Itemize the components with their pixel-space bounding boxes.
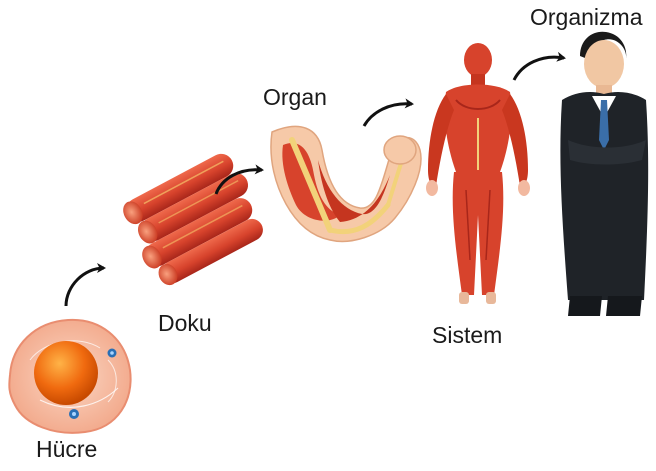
arrow-organ-to-system: [364, 104, 412, 126]
label-organ: Organ: [263, 84, 327, 111]
label-organism: Organizma: [530, 4, 642, 31]
label-cell: Hücre: [36, 436, 97, 463]
arm-muscle-icon: [271, 126, 421, 241]
arrow-system-to-organism: [514, 57, 564, 80]
businessman-icon: [560, 32, 648, 316]
cell-icon: [9, 320, 130, 433]
muscular-system-icon: [426, 43, 530, 304]
label-system: Sistem: [432, 322, 502, 349]
arrow-cell-to-tissue: [66, 268, 104, 306]
label-tissue: Doku: [158, 310, 212, 337]
